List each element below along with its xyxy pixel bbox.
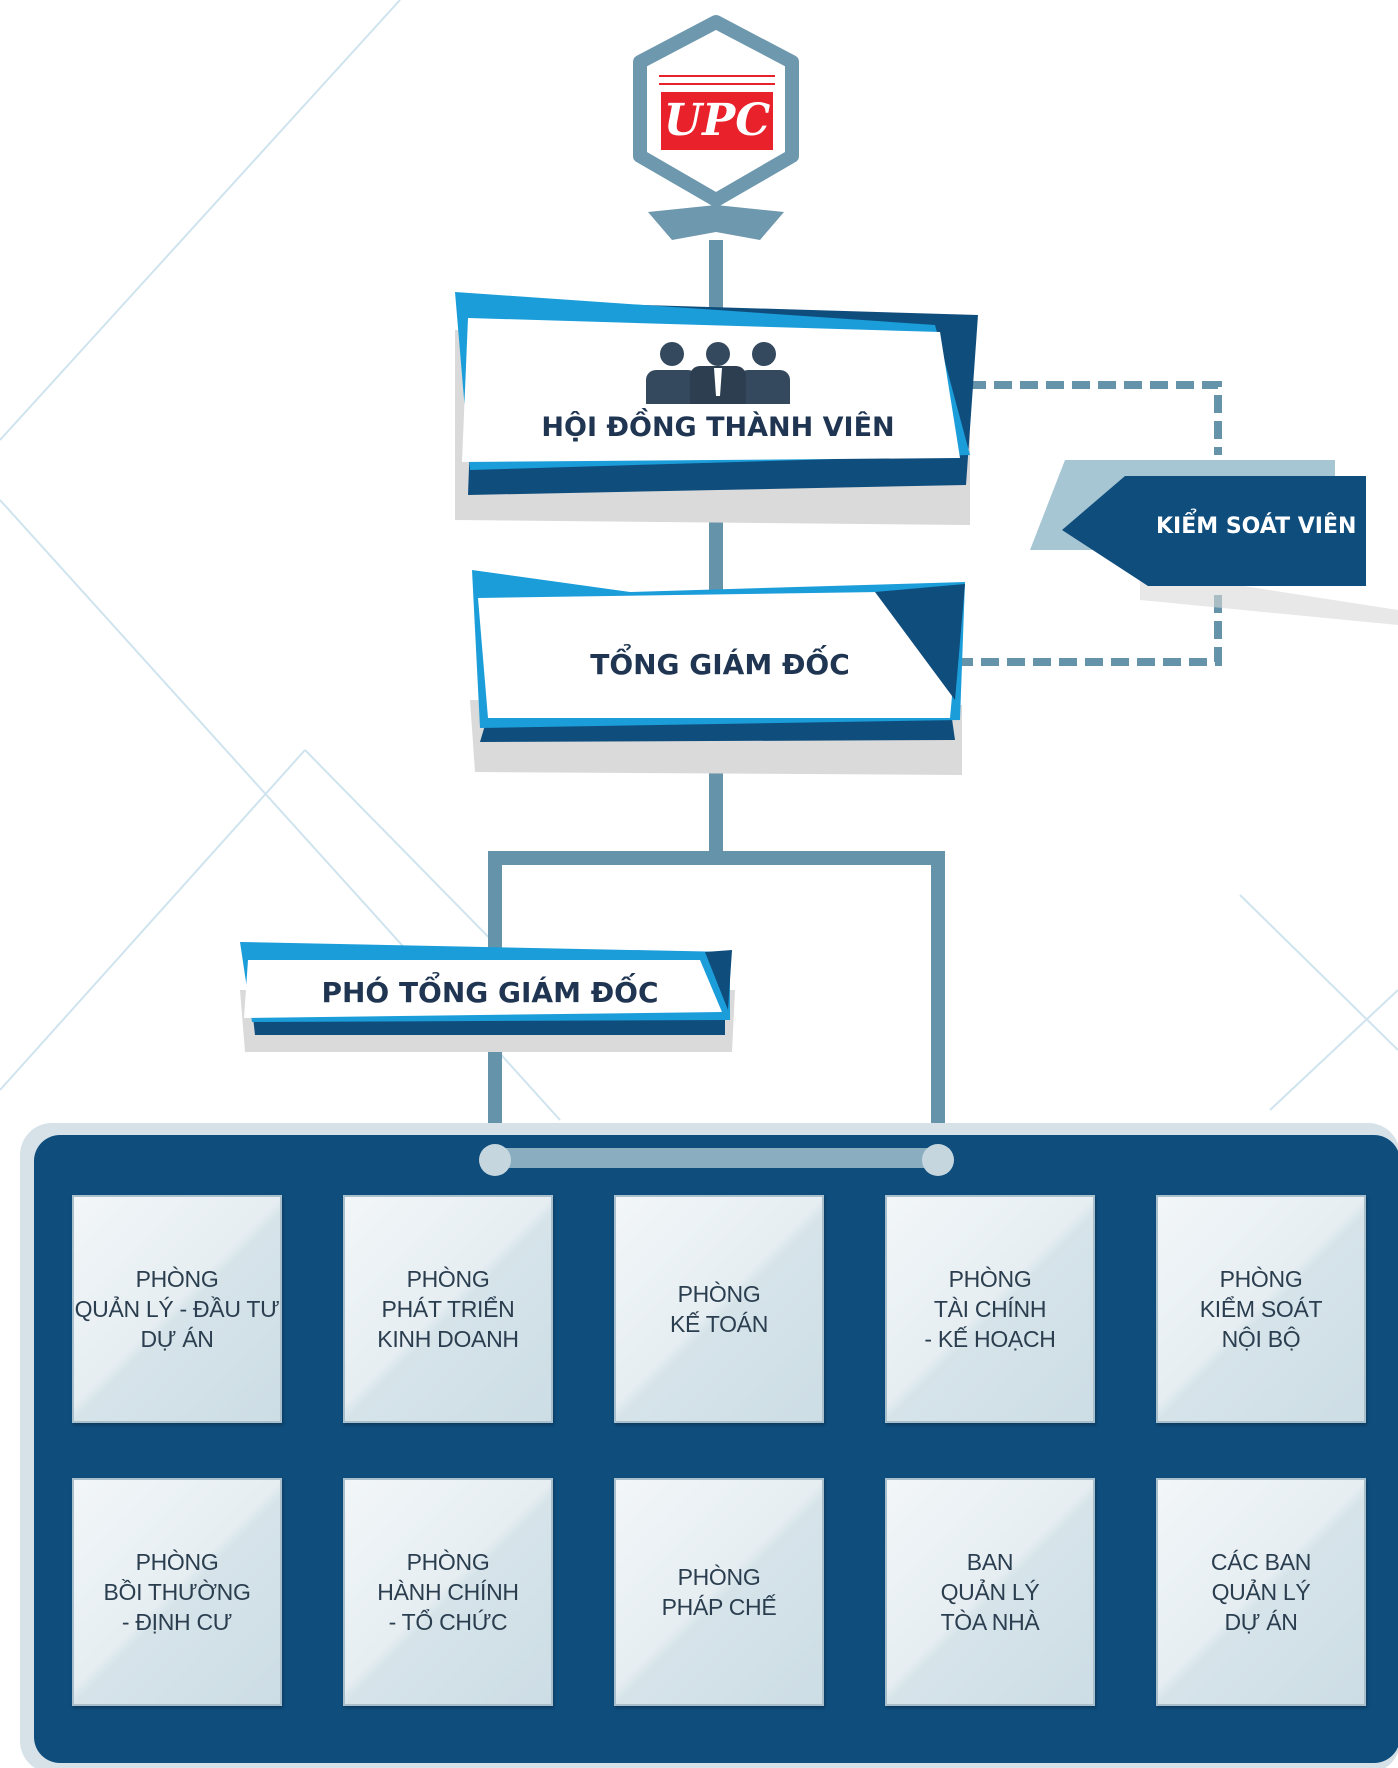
supervisor-box [1030,460,1398,625]
department-label: PHÒNG KẾ TOÁN [669,1281,769,1337]
department-card: PHÒNG HÀNH CHÍNH - TỔ CHỨC [343,1478,553,1706]
department-label: PHÒNG QUẢN LÝ - ĐẦU TƯ DỰ ÁN [74,1266,280,1352]
logo-text: UPC [663,95,771,146]
dashed-connectors [962,381,1222,666]
department-card: PHÒNG QUẢN LÝ - ĐẦU TƯ DỰ ÁN [72,1195,282,1423]
board-box [455,292,978,525]
department-card: PHÒNG KIỂM SOÁT NỘI BỘ [1156,1195,1366,1423]
department-label: PHÒNG KIỂM SOÁT NỘI BỘ [1199,1266,1323,1352]
department-label: PHÒNG PHÁT TRIỂN KINH DOANH [377,1266,519,1352]
general-director-title: TỔNG GIÁM ĐỐC [590,648,850,681]
logo-red-box [661,92,773,150]
people-group-icon [646,342,790,404]
deputy-director-title: PHÓ TỔNG GIÁM ĐỐC [321,976,659,1009]
department-card: PHÒNG KẾ TOÁN [614,1195,824,1423]
general-director-box [470,570,965,775]
logo-badge [633,15,799,240]
department-card: PHÒNG TÀI CHÍNH - KẾ HOẠCH [885,1195,1095,1423]
department-label: CÁC BAN QUẢN LÝ DỰ ÁN [1210,1549,1312,1635]
department-label: BAN QUẢN LÝ TÒA NHÀ [940,1549,1040,1635]
department-label: PHÒNG BỒI THƯỜNG - ĐỊNH CƯ [103,1549,251,1635]
deputy-director-box [240,942,735,1052]
board-title: HỘI ĐỒNG THÀNH VIÊN [541,412,895,443]
department-card: PHÒNG PHÁT TRIỂN KINH DOANH [343,1195,553,1423]
department-card: BAN QUẢN LÝ TÒA NHÀ [885,1478,1095,1706]
department-card: CÁC BAN QUẢN LÝ DỰ ÁN [1156,1478,1366,1706]
department-card: PHÒNG BỒI THƯỜNG - ĐỊNH CƯ [72,1478,282,1706]
department-label: PHÒNG PHÁP CHẾ [661,1564,777,1620]
department-label: PHÒNG TÀI CHÍNH - KẾ HOẠCH [924,1266,1056,1352]
department-card: PHÒNG PHÁP CHẾ [614,1478,824,1706]
department-label: PHÒNG HÀNH CHÍNH - TỔ CHỨC [377,1549,519,1635]
supervisor-title: KIỂM SOÁT VIÊN [1156,514,1357,539]
